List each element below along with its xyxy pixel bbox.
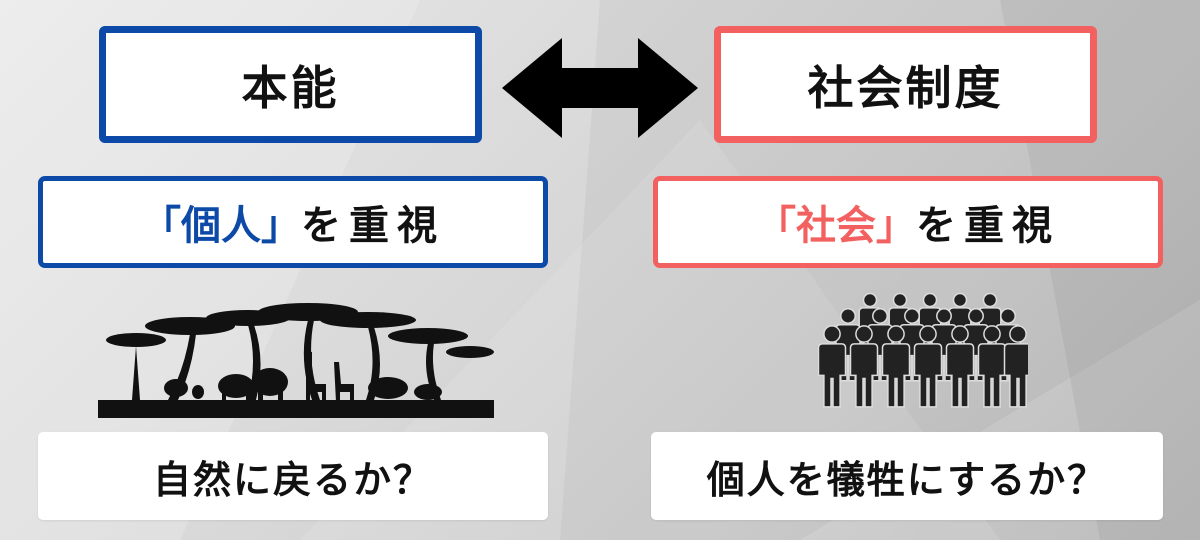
- question-left: 自然に戻るか？: [152, 457, 433, 502]
- title-social-system: 社会制度: [807, 60, 1004, 115]
- bracket-close: 」: [876, 203, 916, 249]
- value-rest: を重視: [916, 203, 1060, 249]
- savanna-silhouette-icon: [98, 303, 494, 418]
- keyword-society: 社会: [796, 203, 876, 249]
- person-icon: [849, 325, 879, 408]
- bracket-close: 」: [261, 203, 301, 249]
- crowd-icon: [818, 292, 1028, 408]
- person-icon: [913, 325, 943, 408]
- value-rest: を重視: [301, 203, 445, 249]
- question-left-box: 自然に戻るか？: [38, 432, 548, 520]
- bracket-open: 「: [141, 203, 181, 249]
- value-individual-box: 「個人」を重視: [38, 176, 548, 268]
- person-icon: [945, 325, 975, 408]
- keyword-individual: 個人: [181, 203, 261, 249]
- person-icon: [1003, 325, 1028, 408]
- value-society-box: 「社会」を重視: [653, 176, 1163, 268]
- question-right-box: 個人を犠牲にするか？: [651, 432, 1163, 520]
- title-social-system-box: 社会制度: [714, 26, 1097, 143]
- bracket-open: 「: [756, 203, 796, 249]
- person-icon: [818, 325, 847, 408]
- title-instinct-box: 本能: [99, 26, 482, 143]
- person-icon: [881, 325, 911, 408]
- question-right: 個人を犠牲にするか？: [706, 457, 1108, 502]
- double-arrow-icon: [502, 38, 698, 138]
- title-instinct: 本能: [241, 60, 340, 115]
